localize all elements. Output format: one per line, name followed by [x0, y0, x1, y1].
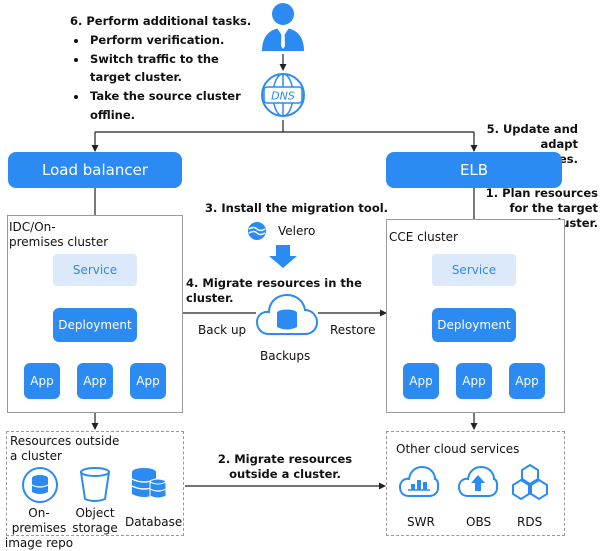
resource-label-object-storage: Object storage: [72, 506, 118, 535]
target-cluster-label: CCE cluster: [389, 230, 458, 244]
backup-label: Back up: [198, 323, 247, 337]
dns-globe-icon: DNS: [261, 73, 305, 117]
step-3-label: 3. Install the migration tool.: [205, 201, 389, 215]
cloud-service-rds: RDS: [517, 515, 543, 529]
restore-label: Restore: [330, 323, 376, 337]
deployment-left: Deployment: [53, 308, 137, 342]
resource-label-database: Database: [125, 515, 183, 529]
step-4-label: 4. Migrate resources in the cluster.: [186, 276, 362, 305]
swr-icon: [398, 465, 440, 497]
app-left-2: App: [77, 363, 113, 399]
other-cloud-services-title: Other cloud services: [396, 442, 520, 456]
step-6-title: 6. Perform additional tasks.: [70, 14, 252, 28]
velero-icon: [248, 222, 266, 240]
velero-label: Velero: [278, 224, 316, 238]
app-right-3: App: [509, 363, 545, 399]
cloud-service-swr: SWR: [407, 515, 435, 529]
load-balancer: Load balancer: [8, 152, 182, 188]
elb: ELB: [386, 152, 562, 188]
step-6-bullet: Switch traffic to the target cluster.: [88, 50, 260, 88]
resources-outside-title: Resources outside a cluster: [10, 434, 120, 463]
step-2-label: 2. Migrate resources outside a cluster.: [217, 452, 353, 481]
service-right: Service: [432, 254, 516, 286]
app-right-2: App: [456, 363, 492, 399]
obs-icon: [457, 465, 499, 497]
resource-label-image-repo: On-premises image repo: [4, 506, 74, 550]
user-icon: [262, 3, 304, 51]
step-6-notes: 6. Perform additional tasks. Perform ver…: [70, 12, 260, 125]
backups-label: Backups: [260, 349, 311, 363]
velero-down-arrow: [269, 245, 297, 268]
cloud-service-obs: OBS: [466, 515, 492, 529]
step-6-bullet: Take the source cluster offline.: [88, 87, 260, 125]
image-repo-icon: [22, 467, 58, 503]
object-storage-icon: [80, 467, 110, 502]
step-1-label: 1. Plan resources for the target cluster…: [485, 186, 598, 230]
database-icon: [131, 468, 167, 499]
rds-icon: [512, 463, 548, 501]
app-left-1: App: [24, 363, 60, 399]
service-left: Service: [53, 254, 137, 286]
step-6-bullet: Perform verification.: [88, 31, 260, 50]
source-cluster-label: IDC/On-premises cluster: [9, 220, 109, 249]
dns-label: DNS: [271, 90, 295, 103]
app-right-1: App: [403, 363, 439, 399]
backups-cloud-icon: [255, 293, 319, 335]
app-left-3: App: [130, 363, 166, 399]
deployment-right: Deployment: [432, 308, 516, 342]
